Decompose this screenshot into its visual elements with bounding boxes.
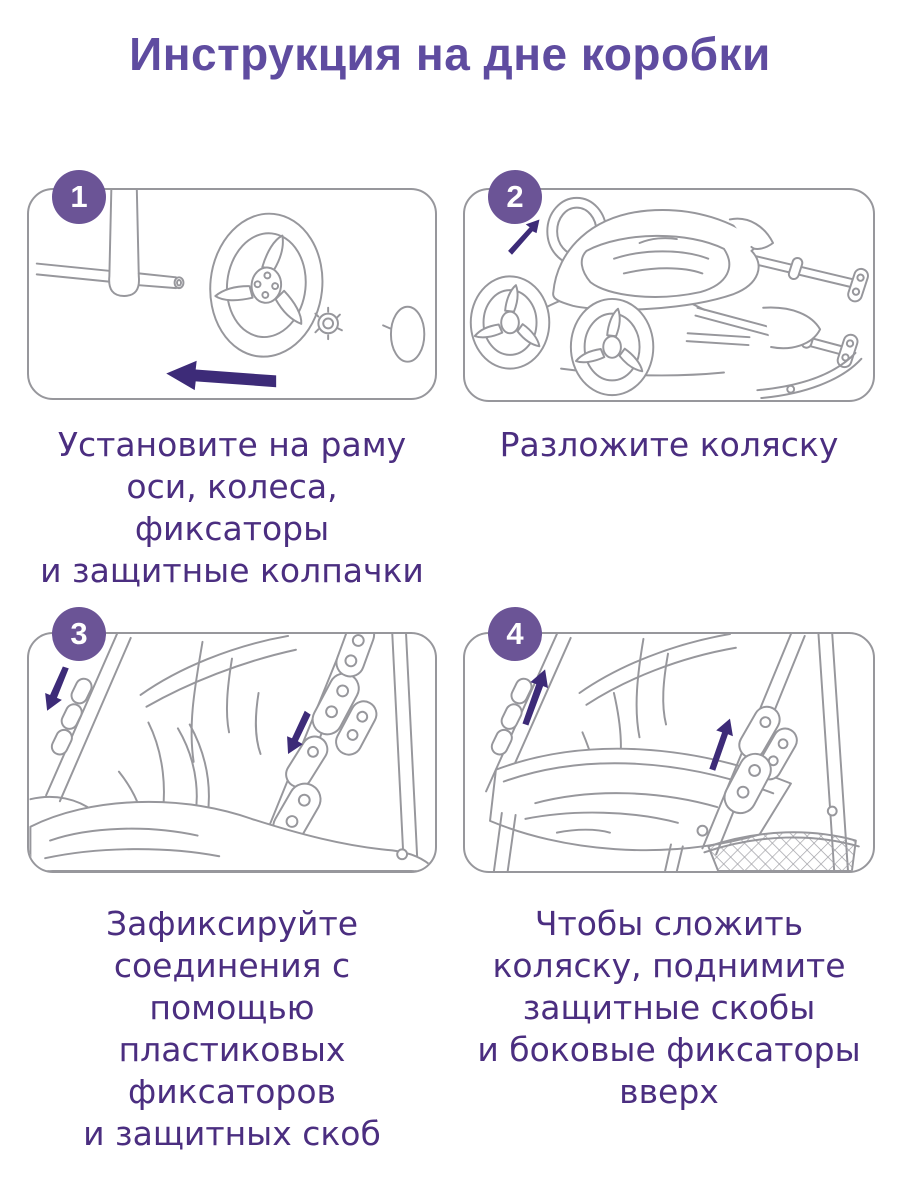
step-panel-2: 2 [463, 170, 875, 402]
step-number-badge: 4 [488, 607, 542, 661]
seat-cushion [29, 795, 435, 871]
step-number-text: 4 [506, 616, 524, 651]
canopy [552, 209, 774, 311]
protective-cap [382, 305, 426, 363]
direction-arrow-icon [45, 666, 69, 711]
caption-line: пластиковых фиксаторов [118, 1030, 346, 1111]
wheel [209, 212, 324, 358]
caption-line: коляску, поднимите [492, 946, 846, 985]
frame-joints-lock-illustration [29, 634, 435, 871]
step-panel-4: 4 [463, 607, 875, 873]
caption-line: Зафиксируйте [105, 904, 358, 943]
caption-line: защитные скобы [522, 988, 816, 1027]
caption-line: и боковые фиксаторы [477, 1030, 861, 1069]
direction-arrow-icon [508, 219, 540, 255]
caption-line: Установите на раму [57, 425, 407, 464]
step-caption-1: Установите на раму оси, колеса, фиксатор… [27, 424, 437, 592]
front-legs [492, 811, 684, 871]
step-number-text: 2 [506, 179, 524, 214]
step-number-badge: 3 [52, 607, 106, 661]
step-panel-1: 1 [27, 170, 437, 400]
step-number-badge: 1 [52, 170, 106, 224]
left-tube-grip [45, 634, 132, 803]
direction-arrow-icon [166, 360, 277, 391]
axle-rod [35, 262, 117, 284]
caption-line: вверх [619, 1072, 719, 1111]
step-caption-4: Чтобы сложить коляску, поднимите защитны… [463, 903, 875, 1113]
page-title: Инструкция на дне коробки [129, 28, 771, 80]
canopy-bow [139, 634, 297, 708]
caption-line: оси, колеса, фиксаторы [126, 467, 338, 548]
right-rail [817, 634, 849, 871]
hinge-plates [272, 672, 378, 844]
caption-line: Разложите коляску [499, 425, 839, 464]
step-number-text: 3 [70, 616, 88, 651]
direction-arrow-icon [522, 669, 549, 726]
right-rail [335, 634, 419, 871]
caption-line: соединения с помощью [113, 946, 351, 1027]
canopy-bow [578, 634, 737, 706]
hinge-plates [723, 705, 798, 815]
storage-basket [696, 824, 860, 871]
folded-stroller-illustration [469, 196, 869, 400]
direction-arrow-icon [709, 718, 733, 771]
wheel-axle-parts-illustration [35, 190, 426, 391]
step-caption-2: Разложите коляску [463, 424, 875, 466]
axle-stub [137, 272, 185, 290]
fastener-nut [314, 306, 343, 341]
direction-arrow-icon [287, 710, 311, 754]
step-caption-3: Зафиксируйте соединения с помощью пласти… [27, 903, 437, 1155]
frame-joints-release-illustration [485, 634, 860, 871]
frame-tube [108, 190, 140, 297]
front-wheel-right [569, 297, 655, 397]
step-panel-3: 3 [27, 607, 437, 873]
step-number-text: 1 [70, 179, 88, 214]
step-number-badge: 2 [488, 170, 542, 224]
caption-line: и защитные колпачки [40, 551, 424, 590]
rear-leg [756, 351, 863, 400]
bumper [762, 306, 822, 350]
front-wheel-left [469, 275, 551, 370]
caption-line: и защитных скоб [83, 1114, 381, 1153]
caption-line: Чтобы сложить [534, 904, 804, 943]
